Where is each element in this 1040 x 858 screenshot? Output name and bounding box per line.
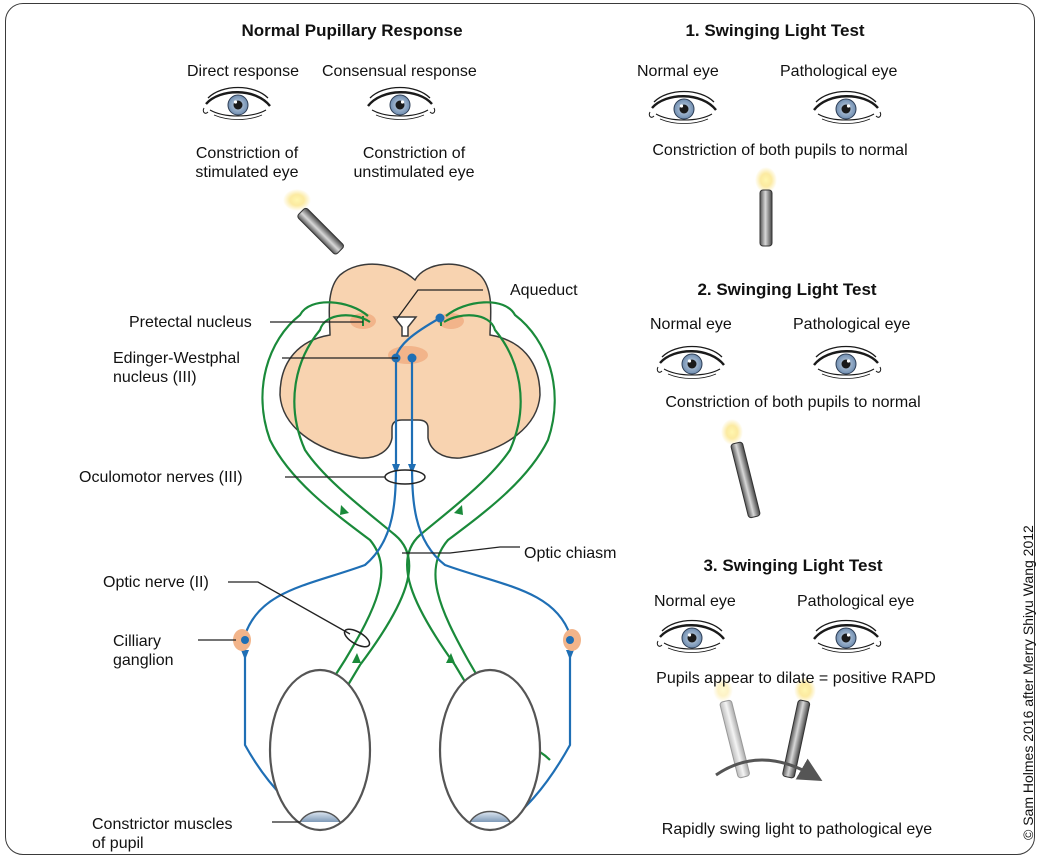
oculomotor-marker: [385, 470, 425, 484]
test3-title: 3. Swinging Light Test: [703, 556, 882, 575]
test3-caption: Rapidly swing light to pathological eye: [662, 820, 932, 839]
test1-result: Constriction of both pupils to normal: [652, 141, 907, 160]
optic-chiasm-label: Optic chiasm: [524, 544, 616, 563]
test1-normal-eye-icon: [649, 92, 716, 124]
penlight-icon: [721, 419, 760, 518]
test3-pathological-eye-icon: [814, 621, 881, 653]
oculomotor-label: Oculomotor nerves (III): [79, 468, 243, 487]
aqueduct-label: Aqueduct: [510, 281, 578, 300]
consensual-response-eye-icon: [368, 88, 435, 120]
pretectal-label: Pretectal nucleus: [129, 313, 252, 332]
penlight-icon: [755, 167, 777, 246]
consensual-result-line1: Constriction of: [363, 144, 465, 163]
ciliary-ganglion-right: [563, 629, 581, 651]
constrictor-label-line2: of pupil: [92, 834, 144, 853]
test2-normal-eye-label: Normal eye: [650, 315, 732, 334]
penlight-icon: [283, 189, 345, 255]
consensual-response-label: Consensual response: [322, 62, 477, 81]
constrictor-label-line1: Constrictor muscles: [92, 815, 232, 834]
test1-pathological-eye-icon: [814, 92, 881, 124]
test1-title: 1. Swinging Light Test: [685, 21, 864, 40]
test3-normal-eye-label: Normal eye: [654, 592, 736, 611]
test2-result: Constriction of both pupils to normal: [665, 393, 920, 412]
edinger-label-line1: Edinger-Westphal: [113, 349, 240, 368]
consensual-result-line2: unstimulated eye: [354, 163, 475, 182]
test2-pathological-eye-label: Pathological eye: [793, 315, 910, 334]
copyright-text: © Sam Holmes 2016 after Merry Shiyu Wang…: [1020, 525, 1036, 840]
eyeball-right: [440, 670, 540, 830]
test3-result: Pupils appear to dilate = positive RAPD: [656, 669, 936, 688]
direct-response-label: Direct response: [187, 62, 299, 81]
test3-pathological-eye-label: Pathological eye: [797, 592, 914, 611]
ciliary-label-line2: ganglion: [113, 651, 174, 670]
eyeball-left: [270, 670, 370, 830]
optic-nerve-label: Optic nerve (II): [103, 573, 209, 592]
test2-title: 2. Swinging Light Test: [697, 280, 876, 299]
normal-response-title: Normal Pupillary Response: [241, 21, 462, 40]
test2-normal-eye-icon: [657, 347, 724, 379]
edinger-label-line2: nucleus (III): [113, 368, 197, 387]
direct-result-line2: stimulated eye: [195, 163, 298, 182]
test2-pathological-eye-icon: [814, 347, 881, 379]
test1-normal-eye-label: Normal eye: [637, 62, 719, 81]
test3-normal-eye-icon: [657, 621, 724, 653]
direct-result-line1: Constriction of: [196, 144, 298, 163]
direct-response-eye-icon: [203, 88, 270, 120]
afferent-arrows: [338, 505, 469, 693]
test1-pathological-eye-label: Pathological eye: [780, 62, 897, 81]
ciliary-label-line1: Cilliary: [113, 632, 161, 651]
